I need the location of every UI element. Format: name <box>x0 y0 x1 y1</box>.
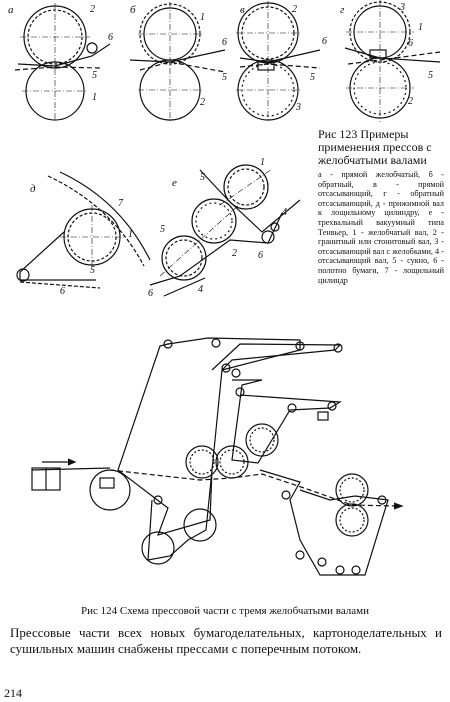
roll-number-1: 1 <box>200 12 205 23</box>
roll-number-6: 6 <box>148 288 153 299</box>
fig123-caption-title: Рис 123 Примеры применения прессов с жел… <box>318 127 432 167</box>
roll-number-5: 5 <box>200 172 205 183</box>
panel-letter-v: в <box>240 4 245 16</box>
panel-letter-d: д <box>30 183 36 195</box>
page-number: 214 <box>4 686 22 700</box>
roll-number-1: 1 <box>260 157 265 168</box>
roll-number-1: 1 <box>128 229 133 240</box>
body-paragraph: Прессовые части всех новых бумагоделател… <box>10 625 442 656</box>
fig123-panel-a: а 2 6 5 1 <box>8 3 113 121</box>
roll-number-5: 5 <box>310 72 315 83</box>
roll-number-2: 2 <box>232 248 237 259</box>
roll-number-6: 6 <box>258 250 263 261</box>
roll-number-6: 6 <box>60 286 65 297</box>
fig123-panel-v: в 2 6 5 3 <box>236 1 327 122</box>
panel-letter-e: е <box>172 177 177 189</box>
roll-number-2: 2 <box>90 4 95 15</box>
roll-number-6: 6 <box>408 38 413 49</box>
roll-number-5: 5 <box>92 70 97 81</box>
panel-letter-a: а <box>8 4 14 16</box>
roll-number-4: 4 <box>282 207 287 218</box>
fig123-panel-d: д 1 7 5 6 <box>16 171 151 297</box>
fig123-caption-description: а - прямой желобчатый, б - обратный, в -… <box>318 170 444 285</box>
roll-number-3: 3 <box>295 102 301 113</box>
roll-number-6: 6 <box>108 32 113 43</box>
roll-number-6: 6 <box>222 37 227 48</box>
roll-number-7: 7 <box>118 198 124 209</box>
roll-number-2: 2 <box>408 96 413 107</box>
panel-letter-b: б <box>130 4 136 16</box>
roll-number-5: 5 <box>222 72 227 83</box>
roll-number-5: 5 <box>428 70 433 81</box>
roll-number-4: 4 <box>198 284 203 295</box>
roll-number-5: 5 <box>90 265 95 276</box>
roll-number-6: 6 <box>322 36 327 47</box>
fig123-panel-b: б 1 6 5 2 <box>129 2 227 122</box>
fig123-panel-g: г 3 1 6 5 2 <box>340 0 441 122</box>
fig123-panel-e: е 1 5 5 2 6 4 6 4 <box>148 157 301 299</box>
panel-letter-g: г <box>340 4 345 16</box>
fig124-caption: Рис 124 Схема прессовой части с тремя же… <box>80 605 370 617</box>
fig124-press-scheme <box>31 337 404 576</box>
roll-number-3: 3 <box>399 2 405 13</box>
roll-number-1: 1 <box>418 22 423 33</box>
roll-number-5: 5 <box>160 224 165 235</box>
roll-number-1: 1 <box>92 92 97 103</box>
roll-number-2: 2 <box>200 97 205 108</box>
roll-number-2: 2 <box>292 4 297 15</box>
